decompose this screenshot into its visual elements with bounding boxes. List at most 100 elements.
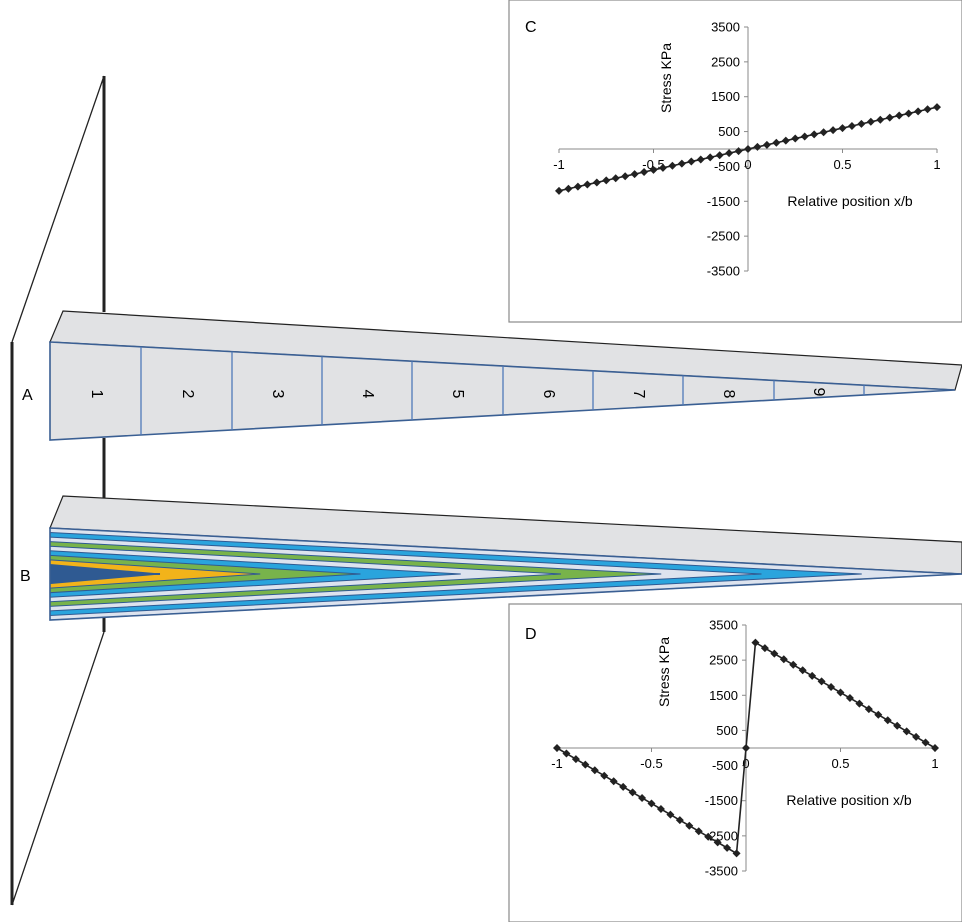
data-point (725, 149, 734, 158)
data-point (781, 136, 790, 145)
data-point (668, 161, 677, 170)
data-point (628, 788, 637, 797)
data-point (770, 649, 779, 658)
y-tick-label: -2500 (707, 229, 740, 244)
data-point (573, 182, 582, 191)
data-point (810, 130, 819, 139)
data-point (553, 744, 561, 752)
data-point (715, 151, 724, 160)
data-point (619, 782, 628, 791)
data-point (762, 140, 771, 149)
data-point (704, 832, 713, 841)
chart-c-plot: 350025001500500-500-1500-2500-3500-1-0.5… (553, 20, 941, 279)
x-tick-label: 0 (744, 157, 751, 172)
y-axis-title: Stress KPa (658, 43, 674, 113)
data-point (583, 180, 592, 189)
chart-d-plot: 350025001500500-500-1500-2500-3500-1-0.5… (551, 618, 939, 879)
data-point (923, 105, 932, 114)
x-tick-label: -1 (551, 756, 563, 771)
data-point (817, 677, 826, 686)
seg-label-3: 3 (269, 390, 286, 399)
x-tick-label: 1 (931, 756, 938, 771)
panel-letter-b: B (20, 568, 31, 585)
data-point (914, 107, 923, 116)
x-tick-label: 0 (742, 756, 749, 771)
data-point (864, 705, 873, 714)
data-point (789, 660, 798, 669)
perspective-frame (10, 75, 106, 906)
data-point (800, 132, 809, 141)
x-tick-label: 0.5 (831, 756, 849, 771)
data-point (883, 716, 892, 725)
x-axis-title: Relative position x/b (786, 792, 912, 808)
data-point (581, 760, 590, 769)
data-point (571, 755, 580, 764)
data-point (713, 838, 722, 847)
data-point (694, 827, 703, 836)
data-point (742, 744, 750, 752)
data-point (791, 134, 800, 143)
y-tick-label: 2500 (711, 54, 740, 69)
y-tick-label: -3500 (707, 264, 740, 279)
data-point (687, 157, 696, 166)
beam-a-segment-dividers (140, 346, 865, 435)
y-tick-label: -1500 (705, 793, 738, 808)
x-tick-label: 1 (933, 157, 940, 172)
y-tick-label: 1500 (711, 89, 740, 104)
data-point (827, 682, 836, 691)
y-tick-label: -500 (712, 758, 738, 773)
data-point (611, 174, 620, 183)
data-point (876, 115, 885, 124)
data-point (677, 159, 686, 168)
beam-b-stress-layers (49, 527, 962, 621)
data-point (845, 694, 854, 703)
y-tick-label: -1500 (707, 194, 740, 209)
data-point (847, 121, 856, 130)
y-tick-label: 3500 (711, 20, 740, 35)
data-point (744, 145, 752, 153)
data-point (656, 805, 665, 814)
y-tick-label: 3500 (709, 618, 738, 633)
data-point (866, 117, 875, 126)
data-point (640, 168, 649, 177)
data-point (602, 176, 611, 185)
data-point (638, 793, 647, 802)
x-tick-label: -1 (553, 157, 565, 172)
data-point (666, 810, 675, 819)
data-point (819, 128, 828, 137)
panel-letter-a: A (22, 387, 33, 404)
data-point (609, 777, 618, 786)
x-axis-title: Relative position x/b (787, 193, 913, 209)
data-point (630, 170, 639, 179)
data-point (696, 155, 705, 164)
seg-label-8: 8 (720, 390, 737, 399)
data-point (921, 738, 930, 747)
data-point (772, 138, 781, 147)
seg-label-4: 4 (359, 390, 376, 399)
data-point (675, 816, 684, 825)
data-point (685, 821, 694, 830)
frame-diagonal-top (11, 75, 105, 343)
seg-label-2: 2 (179, 390, 196, 399)
seg-label-1: 1 (88, 390, 105, 399)
data-point (753, 142, 762, 151)
x-tick-label: -0.5 (640, 756, 662, 771)
beam-b-front-outline (49, 527, 962, 621)
data-point (874, 710, 883, 719)
y-tick-label: 1500 (709, 688, 738, 703)
data-point (706, 153, 715, 162)
beam-a: 1 2 3 4 5 6 7 8 9 (49, 310, 962, 441)
chart-c-frame (508, 0, 962, 323)
data-point (555, 186, 563, 195)
x-tick-label: 0.5 (833, 157, 851, 172)
data-point (779, 655, 788, 664)
data-point (760, 644, 769, 653)
y-tick-label: -3500 (705, 864, 738, 879)
y-tick-label: -500 (714, 159, 740, 174)
data-point (885, 113, 894, 122)
data-point (658, 163, 667, 172)
chart-c: C 350025001500500-500-1500-2500-3500-1-0… (508, 0, 962, 323)
chart-d: D 350025001500500-500-1500-2500-3500-1-0… (508, 603, 962, 922)
y-tick-label: 2500 (709, 653, 738, 668)
